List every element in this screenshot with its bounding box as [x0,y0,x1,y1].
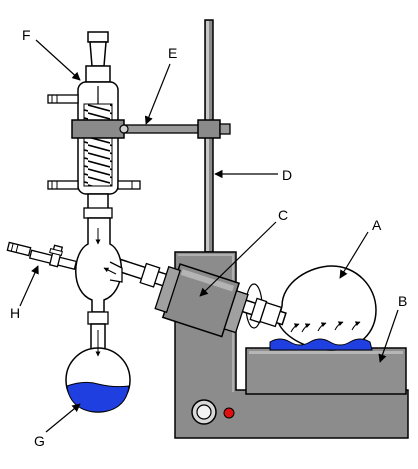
label-A: A [372,217,382,233]
label-C: C [278,207,288,223]
leader-H [19,265,39,307]
leader-G [45,403,81,433]
leader-B [378,309,399,363]
coolant-inlet-top [47,94,79,104]
stopcock [6,241,78,270]
coolant-inlet-bottom [47,180,141,190]
clamp-arm [71,119,231,139]
label-F: F [22,27,31,43]
receiving-flask [65,217,131,413]
leader-C [199,221,277,297]
label-E: E [168,45,177,61]
leader-A [339,231,369,279]
label-G: G [34,433,45,449]
leader-E [144,63,171,125]
clamp-screw-icon[interactable] [119,124,129,134]
leader-F [35,39,81,81]
label-H: H [10,305,20,321]
label-D: D [282,167,292,183]
leader-lines [19,39,399,433]
dial-knob-icon[interactable] [191,399,217,425]
label-B: B [398,293,407,309]
motor-block [154,263,249,338]
power-light-icon [223,407,235,419]
